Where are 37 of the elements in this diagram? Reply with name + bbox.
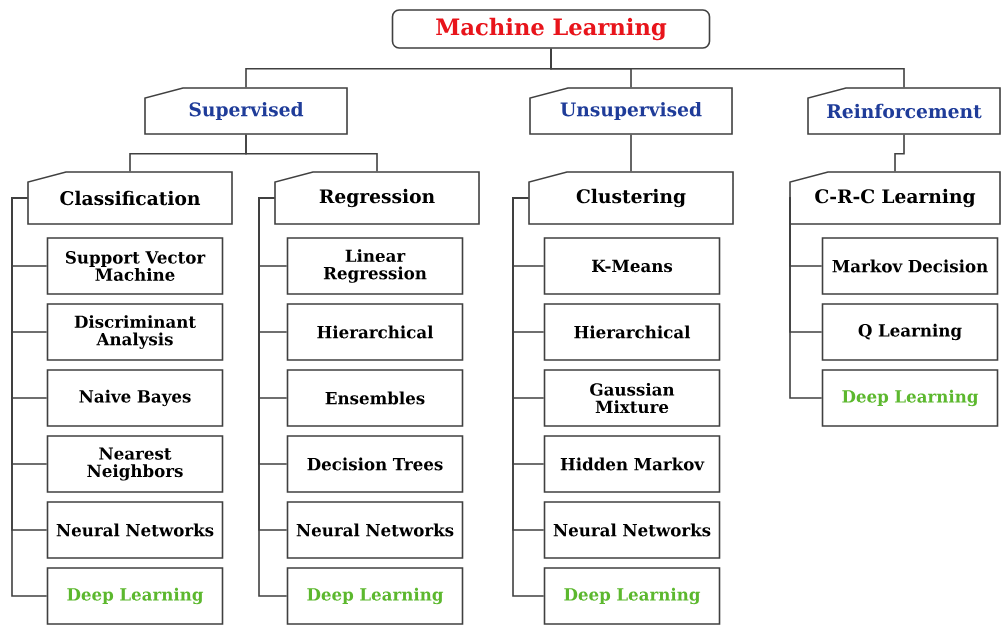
subcategory-tab: Regression bbox=[274, 171, 480, 225]
method-box: Hierarchical bbox=[543, 303, 721, 361]
method-box: Linear Regression bbox=[286, 237, 464, 295]
method-box: Naive Bayes bbox=[46, 369, 224, 427]
method-box: Q Learning bbox=[821, 303, 999, 361]
method-box: Neural Networks bbox=[286, 501, 464, 559]
connector bbox=[550, 48, 905, 88]
method-box: Markov Decision bbox=[821, 237, 999, 295]
connector bbox=[788, 197, 823, 399]
method-box: Discriminant Analysis bbox=[46, 303, 224, 361]
connector bbox=[11, 197, 48, 597]
method-box: Deep Learning bbox=[821, 369, 999, 427]
category-tab: Unsupervised bbox=[529, 87, 733, 135]
method-box: Ensembles bbox=[286, 369, 464, 427]
connector bbox=[630, 134, 632, 172]
method-box: Gaussian Mixture bbox=[543, 369, 721, 427]
method-box: Deep Learning bbox=[543, 567, 721, 625]
subcategory-tab: Clustering bbox=[528, 171, 734, 225]
subcategory-tab: Classification bbox=[27, 171, 233, 225]
root-box: Machine Learning bbox=[391, 9, 711, 49]
category-tab: Reinforcement bbox=[807, 87, 1001, 135]
method-box: Deep Learning bbox=[46, 567, 224, 625]
method-box: Decision Trees bbox=[286, 435, 464, 493]
connector bbox=[512, 197, 545, 597]
method-box: Hidden Markov bbox=[543, 435, 721, 493]
connector bbox=[894, 134, 905, 172]
category-tab: Supervised bbox=[144, 87, 348, 135]
method-box: Support Vector Machine bbox=[46, 237, 224, 295]
method-box: Neural Networks bbox=[46, 501, 224, 559]
method-box: Nearest Neighbors bbox=[46, 435, 224, 493]
method-box: K-Means bbox=[543, 237, 721, 295]
method-box: Deep Learning bbox=[286, 567, 464, 625]
method-box: Hierarchical bbox=[286, 303, 464, 361]
subcategory-tab: C-R-C Learning bbox=[789, 171, 1001, 225]
connector bbox=[245, 134, 378, 172]
connector bbox=[258, 197, 288, 597]
method-box: Neural Networks bbox=[543, 501, 721, 559]
